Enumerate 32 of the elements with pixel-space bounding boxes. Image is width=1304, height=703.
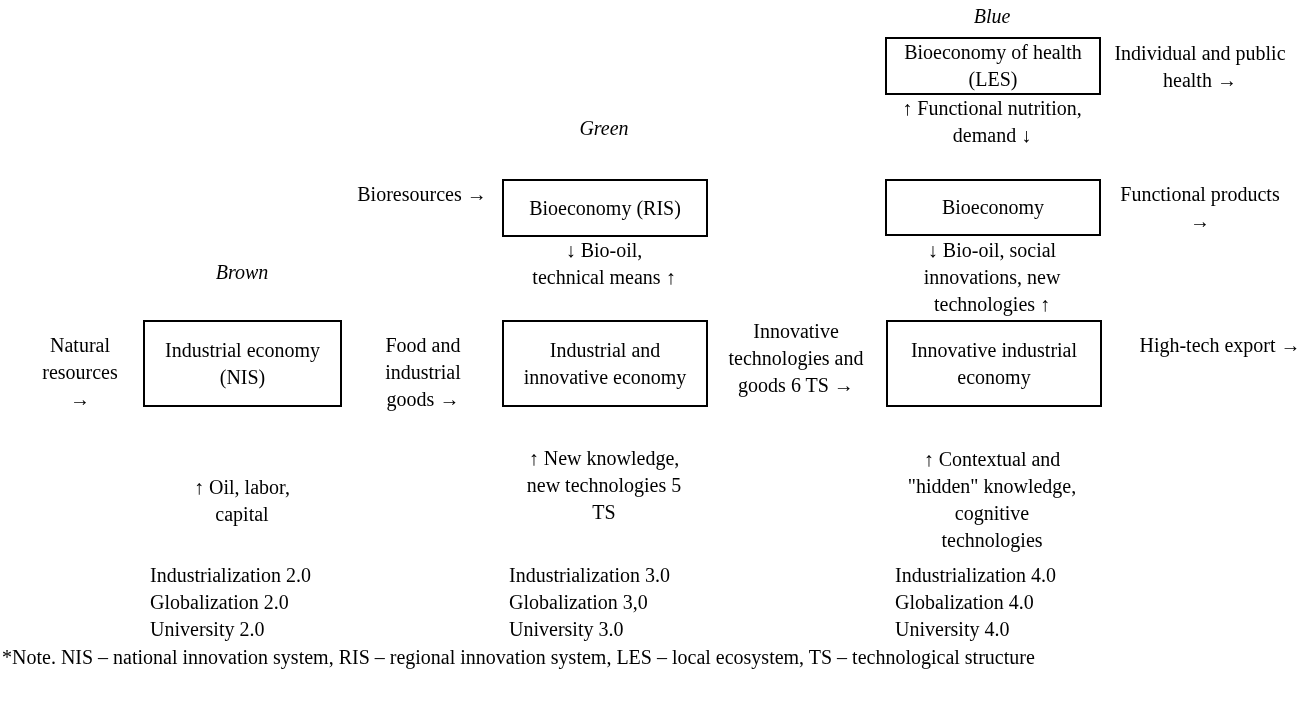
- annotation-text: ↑ New knowledge, new technologies 5 TS: [525, 446, 683, 525]
- column-heading: Brown: [214, 260, 270, 285]
- annotation-text: ↑ Oil, labor, capital: [193, 475, 291, 528]
- annotation-text: ↑ Contextual and "hidden" knowledge, cognitive technologies: [907, 447, 1077, 554]
- annotation-text: High-tech export →: [1138, 333, 1302, 359]
- annotation-text: ↓ Bio-oil, social innovations, new technologies ↑: [922, 238, 1062, 318]
- economy-box: Innovative industrial economy: [886, 320, 1102, 407]
- annotation-text: University 2.0: [150, 617, 265, 643]
- annotation-text: Functional products →: [1120, 182, 1280, 234]
- annotation-text: Natural resources →: [41, 333, 119, 412]
- economy-box: Bioeconomy (RIS): [502, 179, 708, 237]
- annotation-text: Individual and public health →: [1113, 41, 1287, 93]
- annotation-text: Industrialization 2.0: [150, 563, 312, 588]
- economy-box: Industrial and innovative economy: [502, 320, 708, 407]
- annotation-text: Food and industrial goods →: [384, 333, 462, 413]
- annotation-text: Globalization 3,0: [509, 590, 648, 615]
- annotation-text: ↓ Bio-oil, technical means ↑: [531, 238, 677, 290]
- annotation-text: Industrialization 3.0: [509, 563, 671, 588]
- note-caption: *Note. NIS – national innovation system, RIS – regional innovation system, LES – local ecosystem, TS – technological structure: [2, 645, 1036, 670]
- annotation-text: University 4.0: [895, 617, 1010, 643]
- economy-box: Bioeconomy of health (LES): [885, 37, 1101, 95]
- column-heading: Blue: [972, 4, 1012, 29]
- annotation-text: University 3.0: [509, 617, 624, 643]
- economy-box: Bioeconomy: [885, 179, 1101, 236]
- annotation-text: Globalization 4.0: [895, 590, 1034, 615]
- annotation-text: ↑ Functional nutrition, demand ↓: [901, 96, 1083, 148]
- economy-box: Industrial economy (NIS): [143, 320, 342, 407]
- annotation-text: Globalization 2.0: [150, 590, 289, 615]
- annotation-text: Innovative technologies and goods 6 TS →: [727, 319, 865, 399]
- annotation-text: Bioresources →: [356, 182, 488, 207]
- column-heading: Green: [578, 116, 630, 141]
- annotation-text: Industrialization 4.0: [895, 563, 1057, 588]
